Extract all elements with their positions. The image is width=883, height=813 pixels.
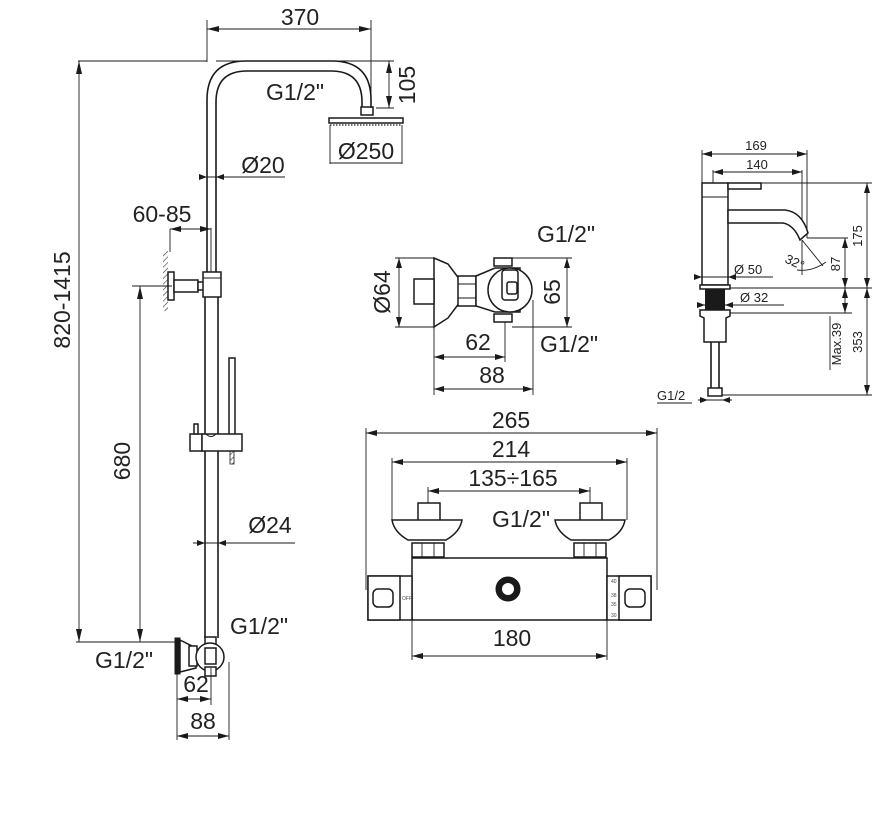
label-outlet-top: G1/2" bbox=[537, 221, 595, 247]
dim-head-diameter: Ø250 bbox=[338, 138, 394, 164]
slider-knob bbox=[189, 433, 203, 452]
upper-bracket-clamp bbox=[202, 271, 222, 298]
head-connector bbox=[360, 106, 374, 116]
dim-rosette-diameter: Ø64 bbox=[369, 270, 395, 314]
scale-38: 38 bbox=[611, 593, 617, 599]
label-connection: G1/2" bbox=[492, 506, 550, 532]
thermostatic-mixer-view: 265 214 135÷165 G1/2" bbox=[365, 407, 658, 660]
dim-mixer-depth-inner: 62 bbox=[183, 671, 209, 697]
upper-bracket-arm bbox=[173, 279, 199, 293]
dim-spout-reach: 140 bbox=[746, 157, 768, 172]
dim-center-distance: 135÷165 bbox=[468, 465, 557, 491]
right-rosette bbox=[554, 519, 626, 541]
slider-holder bbox=[201, 433, 243, 452]
tap-shank bbox=[705, 289, 725, 310]
dim-pipe-diameter: Ø20 bbox=[241, 152, 284, 178]
dim-body-width: 180 bbox=[493, 625, 531, 651]
dim-inlet-spread: 214 bbox=[492, 436, 531, 462]
dim-arm-drop: 105 bbox=[394, 66, 420, 104]
dim-spout-angle: 32° bbox=[783, 251, 807, 273]
dim-overall-width: 265 bbox=[492, 407, 530, 433]
dim-arm-reach: 370 bbox=[281, 4, 319, 30]
tap-nut bbox=[699, 309, 731, 343]
basin-tap-view: 169 140 32° Ø 50 Ø bbox=[657, 138, 872, 404]
dim-depth-outer: 88 bbox=[479, 362, 505, 388]
dim-hose-length: 353 bbox=[850, 331, 865, 353]
hand-shower bbox=[228, 357, 236, 439]
scale-30: 30 bbox=[611, 613, 617, 619]
left-rosette bbox=[391, 519, 463, 541]
tap-spout bbox=[727, 209, 809, 242]
dim-total-height: 820-1415 bbox=[49, 251, 75, 348]
dim-spout-height: 87 bbox=[828, 257, 843, 271]
left-nut bbox=[411, 542, 445, 558]
left-dial-label: OFF bbox=[402, 596, 412, 602]
dim-overall-reach: 169 bbox=[745, 138, 767, 153]
dim-shank-diameter: Ø 32 bbox=[740, 290, 768, 305]
label-outlet-bottom: G1/2" bbox=[540, 331, 598, 357]
dim-rail-diameter: Ø24 bbox=[248, 512, 292, 538]
scale-40: 40 bbox=[611, 579, 617, 585]
dim-bracket-height: 680 bbox=[109, 442, 135, 480]
shower-arm-inner bbox=[215, 70, 363, 272]
label-inlet-top: G1/2" bbox=[230, 613, 288, 639]
tap-lever bbox=[727, 182, 762, 190]
dim-wall-offset: 60-85 bbox=[133, 201, 192, 227]
label-arm-connection: G1/2" bbox=[266, 79, 324, 105]
dim-mixer-depth-outer: 88 bbox=[190, 708, 216, 734]
dim-body-diameter: Ø 50 bbox=[734, 262, 762, 277]
wall-hatch bbox=[163, 251, 168, 311]
dim-max-deck: Max.39 bbox=[829, 323, 844, 366]
label-inlet-wall: G1/2" bbox=[95, 647, 153, 673]
top-outlet bbox=[493, 257, 513, 267]
tap-connector bbox=[707, 387, 723, 397]
shower-head bbox=[328, 117, 404, 124]
dim-mixer-height: 65 bbox=[539, 279, 565, 305]
label-tap-connection: G1/2 bbox=[657, 388, 685, 403]
bottom-outlet bbox=[493, 313, 513, 323]
scale-35: 35 bbox=[611, 602, 617, 608]
tap-body bbox=[701, 182, 729, 286]
dim-total-height: 175 bbox=[850, 225, 865, 247]
wall-mixer-view: G1/2" G1/2" Ø64 65 6 bbox=[369, 221, 598, 395]
right-nut bbox=[573, 542, 607, 558]
dim-depth-inner: 62 bbox=[465, 329, 491, 355]
rosette bbox=[433, 256, 461, 329]
handle-stub bbox=[413, 278, 435, 305]
shower-column-view: 370 105 G1/2" Ø250 Ø20 60-85 bbox=[49, 4, 420, 740]
